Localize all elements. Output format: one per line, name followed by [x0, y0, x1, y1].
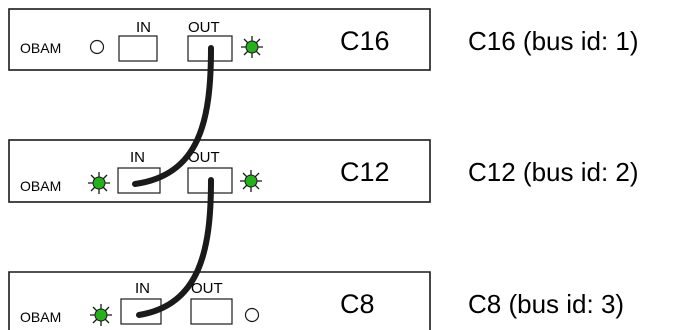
- obam-label: OBAM: [20, 309, 61, 325]
- device-name: C16: [340, 26, 390, 56]
- obam-label: OBAM: [20, 178, 61, 194]
- device-name: C8: [340, 289, 375, 319]
- cable-c12-out-to-c8-in: [136, 177, 214, 318]
- obam-led-on-icon: [88, 172, 110, 194]
- out-port-label: OUT: [188, 149, 220, 166]
- out-port[interactable]: [190, 298, 233, 325]
- in-port-label: IN: [130, 149, 145, 166]
- out-port-label: OUT: [188, 19, 220, 36]
- out-led-on-icon: [241, 36, 263, 58]
- out-port-label: OUT: [191, 280, 223, 297]
- module-c16: OBAM IN OUT C16 C16 (bus id: 1): [8, 8, 639, 71]
- in-port[interactable]: [118, 35, 158, 62]
- device-description: C16 (bus id: 1): [468, 26, 639, 56]
- obam-led-on-icon: [90, 304, 112, 326]
- device-description: C12 (bus id: 2): [468, 157, 639, 187]
- obam-label: OBAM: [20, 40, 61, 56]
- in-port-label: IN: [135, 280, 150, 297]
- in-port-label: IN: [136, 19, 151, 36]
- module-c8: OBAM IN OUT C8 C8 (bus id: 3): [8, 271, 624, 330]
- obam-led-off-icon: [89, 39, 105, 55]
- device-name: C12: [340, 157, 390, 187]
- device-description: C8 (bus id: 3): [468, 289, 624, 319]
- cable-c16-out-to-c12-in: [132, 45, 214, 187]
- out-led-off-icon: [244, 307, 260, 323]
- module-c12: OBAM IN OUT C12 C12 (bus id: 2): [8, 139, 639, 203]
- out-led-on-icon: [240, 170, 262, 192]
